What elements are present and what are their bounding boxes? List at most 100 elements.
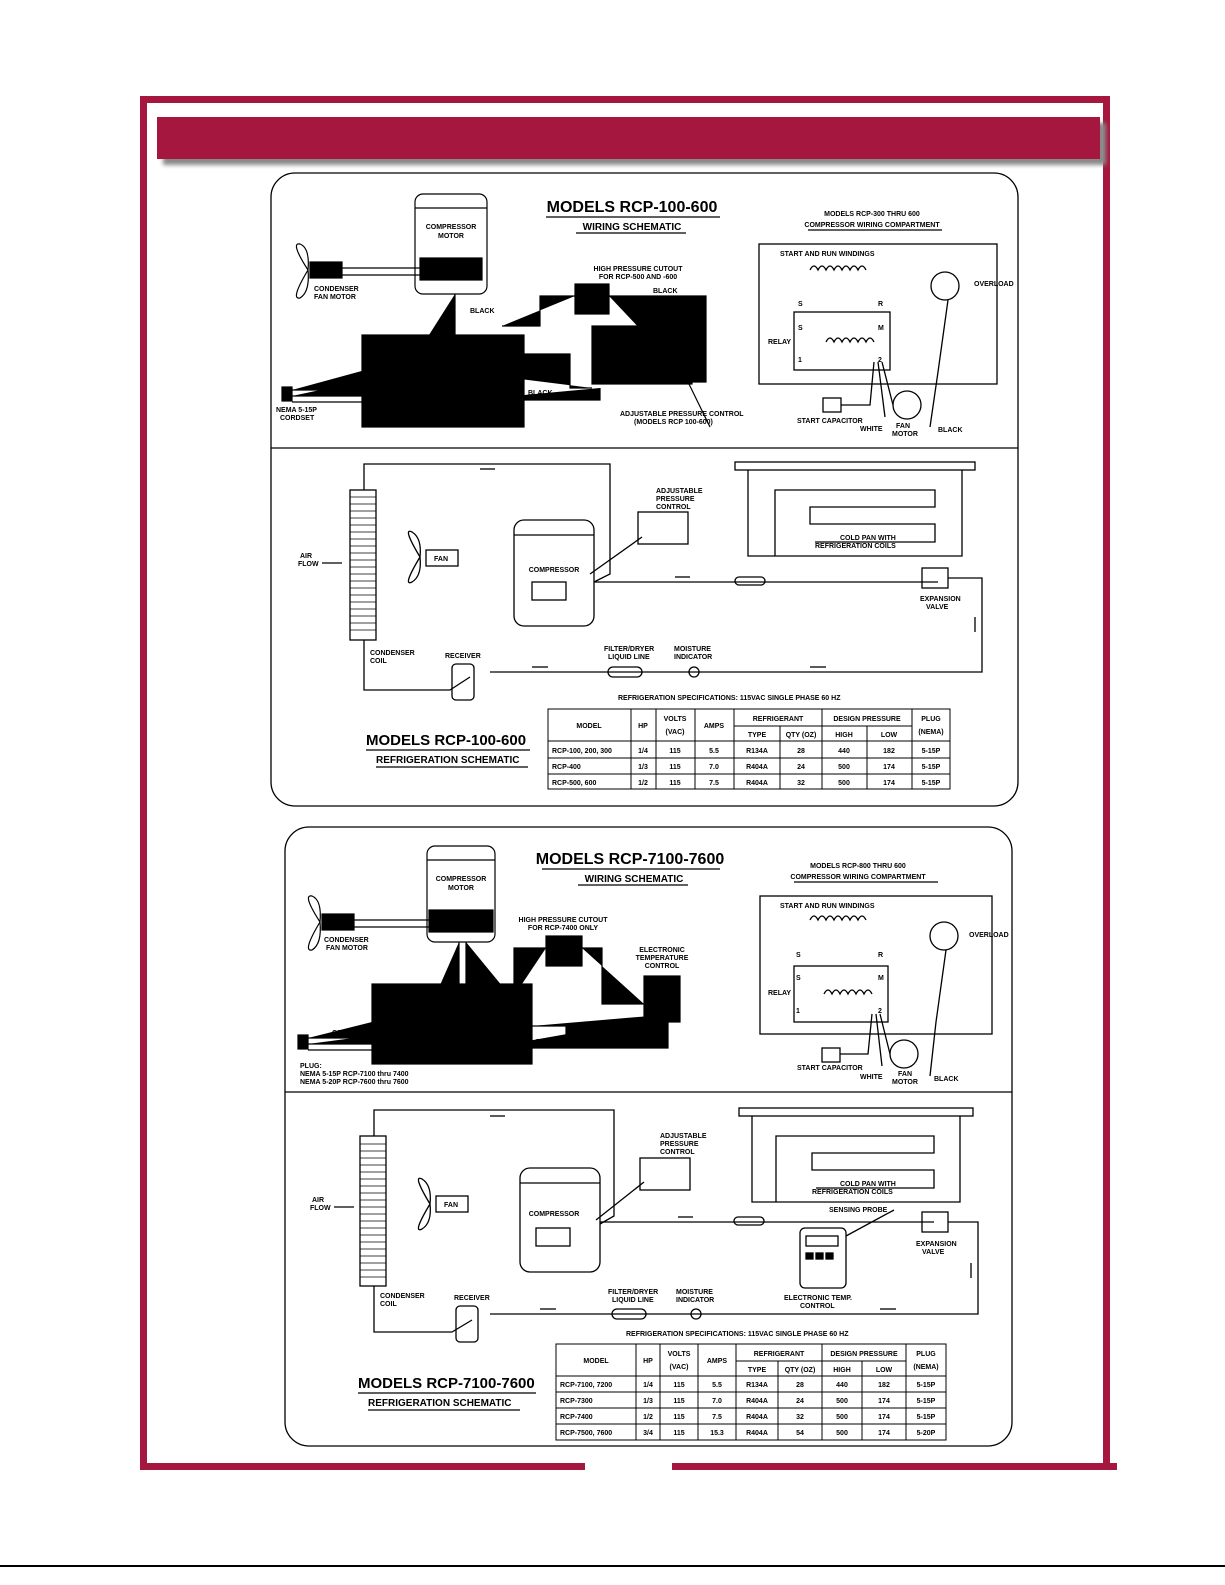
wire-label-black-3: BLACK (382, 400, 407, 407)
term-2: 2 (878, 357, 882, 364)
spec-cell: 1/2 (638, 780, 648, 787)
wiring-subtitle: WIRING SCHEMATIC (585, 874, 684, 885)
spec-cell: R404A (746, 1414, 768, 1421)
spec-cell: 3/4 (643, 1430, 653, 1437)
cold-pan-label-2: REFRIGERATION COILS (815, 543, 896, 550)
spec-cell: 1/3 (638, 764, 648, 771)
th-type: TYPE (748, 1367, 767, 1374)
wire-label-black-4: BLACK (528, 390, 553, 397)
filter-dryer (607, 666, 643, 678)
footer-rule (0, 1565, 1225, 1567)
condenser-label-2: COIL (370, 658, 387, 665)
refrig-fan-icon (417, 1177, 431, 1231)
th-high: HIGH (835, 732, 853, 739)
refrigeration-schematic: AIR FLOW FAN COMPRESSOR ADJUSTABLE PRESS… (310, 1107, 979, 1411)
adjustable-pressure-control (591, 325, 693, 385)
th-plug-2: (NEMA) (918, 729, 943, 736)
box-title-2: COMPRESSOR WIRING COMPARTMENT (804, 222, 940, 229)
spec-cell: 1/4 (643, 1382, 653, 1389)
relay-box (793, 965, 889, 1023)
box-fan-motor (889, 1039, 919, 1069)
spec-cell: 5-15P (917, 1414, 936, 1421)
filter-label-1: FILTER/DRYER (608, 1289, 658, 1296)
hp-cutout-label-2: FOR RCP-500 AND -600 (599, 274, 677, 281)
relay-label: RELAY (768, 990, 791, 997)
plug-label-2: NEMA 5-15P RCP-7100 thru 7400 (300, 1071, 409, 1078)
condenser-label-2: COIL (380, 1301, 397, 1308)
wire-label-green-1: GREEN (406, 990, 431, 997)
etc-label-2: TEMPERATURE (636, 955, 689, 962)
spec-cell: 174 (883, 780, 895, 787)
th-model: MODEL (576, 723, 602, 730)
filter-label-1: FILTER/DRYER (604, 646, 654, 653)
wire-label-black-3: BLACK (536, 1039, 561, 1046)
wire-label-green-2: GREEN (478, 346, 503, 353)
expansion-valve (921, 567, 949, 589)
cold-pan-label-2: REFRIGERATION COILS (812, 1189, 893, 1196)
spec-cell: 115 (673, 1398, 684, 1405)
refrigeration-schematic: AIR FLOW FAN COMPRESSOR ADJUSTABLE PRESS… (298, 461, 983, 768)
plug-label-1: PLUG: (300, 1063, 322, 1070)
condenser-label-1: CONDENSER (370, 650, 415, 657)
refrig-title: MODELS RCP-100-600 (366, 732, 526, 749)
spec-cell: 174 (878, 1430, 890, 1437)
filter-label-2: LIQUID LINE (612, 1297, 654, 1304)
terminal-4: 4 (667, 353, 671, 360)
moisture-label-1: MOISTURE (676, 1289, 713, 1296)
expansion-label-1: EXPANSION (916, 1241, 957, 1248)
spec-cell: 5.5 (709, 748, 719, 755)
spec-cell: 500 (836, 1398, 848, 1405)
onoff-label-1: ON/OFF (438, 407, 465, 414)
box-white-label: WHITE (860, 1074, 883, 1081)
overload-icon (930, 271, 960, 301)
panel-border (284, 826, 1013, 1447)
moisture-indicator (688, 666, 700, 678)
spec-cell: R404A (746, 764, 768, 771)
box-fan-label-1: FAN (896, 423, 910, 430)
term-s1: S (798, 301, 803, 308)
wiring-comp-label-1: WIRING (438, 263, 465, 270)
etc-label-3: CONTROL (645, 963, 680, 970)
start-cap-label: START CAPACITOR (797, 1065, 863, 1072)
spec-cell: R404A (746, 1398, 768, 1405)
spec-cell: RCP-7300 (560, 1398, 593, 1405)
spec-cell: 5.5 (712, 1382, 722, 1389)
compressor-label-1: COMPRESSOR (436, 876, 487, 883)
terminal-2: 2 (667, 333, 671, 340)
refrig-fan-icon (407, 530, 421, 584)
th-model: MODEL (583, 1358, 609, 1365)
refrig-subtitle: REFRIGERATION SCHEMATIC (376, 755, 520, 766)
wiring-comp-label-2: COMPARTMENT (424, 271, 479, 278)
term-1: 1 (796, 1008, 800, 1015)
condenser-label-1: CONDENSER (380, 1293, 425, 1300)
term-m: M (878, 325, 884, 332)
spec-cell: 115 (673, 1414, 684, 1421)
fan-icon (307, 895, 321, 951)
spec-cell: 174 (878, 1398, 890, 1405)
compressor-wiring-compartment: MODELS RCP-300 THRU 600 COMPRESSOR WIRIN… (758, 211, 1014, 438)
moisture-indicator (690, 1308, 702, 1320)
fan-motor-label-1: CONDENSER (324, 937, 369, 944)
box-fan-label-1: FAN (898, 1071, 912, 1078)
wiring-title: MODELS RCP-100-600 (547, 199, 718, 216)
box-title-1: MODELS RCP-300 THRU 600 (824, 211, 920, 218)
fan-motor-label-2: FAN MOTOR (314, 294, 356, 301)
refrig-adj-label-3: CONTROL (656, 504, 691, 511)
moisture-label-2: INDICATOR (674, 654, 712, 661)
th-qty: QTY (OZ) (785, 1367, 816, 1374)
spec-cell: 5-15P (922, 780, 941, 787)
cordset-label-2: CORDSET (280, 415, 315, 422)
spec-cell: R404A (746, 780, 768, 787)
th-plug-1: PLUG (921, 716, 941, 723)
refrig-adj-label-3: CONTROL (660, 1149, 695, 1156)
cold-pan-label-1: COLD PAN WITH (840, 535, 896, 542)
spec-cell: 5-15P (917, 1398, 936, 1405)
th-type: TYPE (748, 732, 767, 739)
specs-caption: REFRIGERATION SPECIFICATIONS: 115VAC SIN… (618, 695, 841, 702)
th-design: DESIGN PRESSURE (833, 716, 901, 723)
spec-cell: 5-15P (917, 1382, 936, 1389)
spec-cell: 15.3 (710, 1430, 724, 1437)
spec-cell: 1/3 (643, 1398, 653, 1405)
